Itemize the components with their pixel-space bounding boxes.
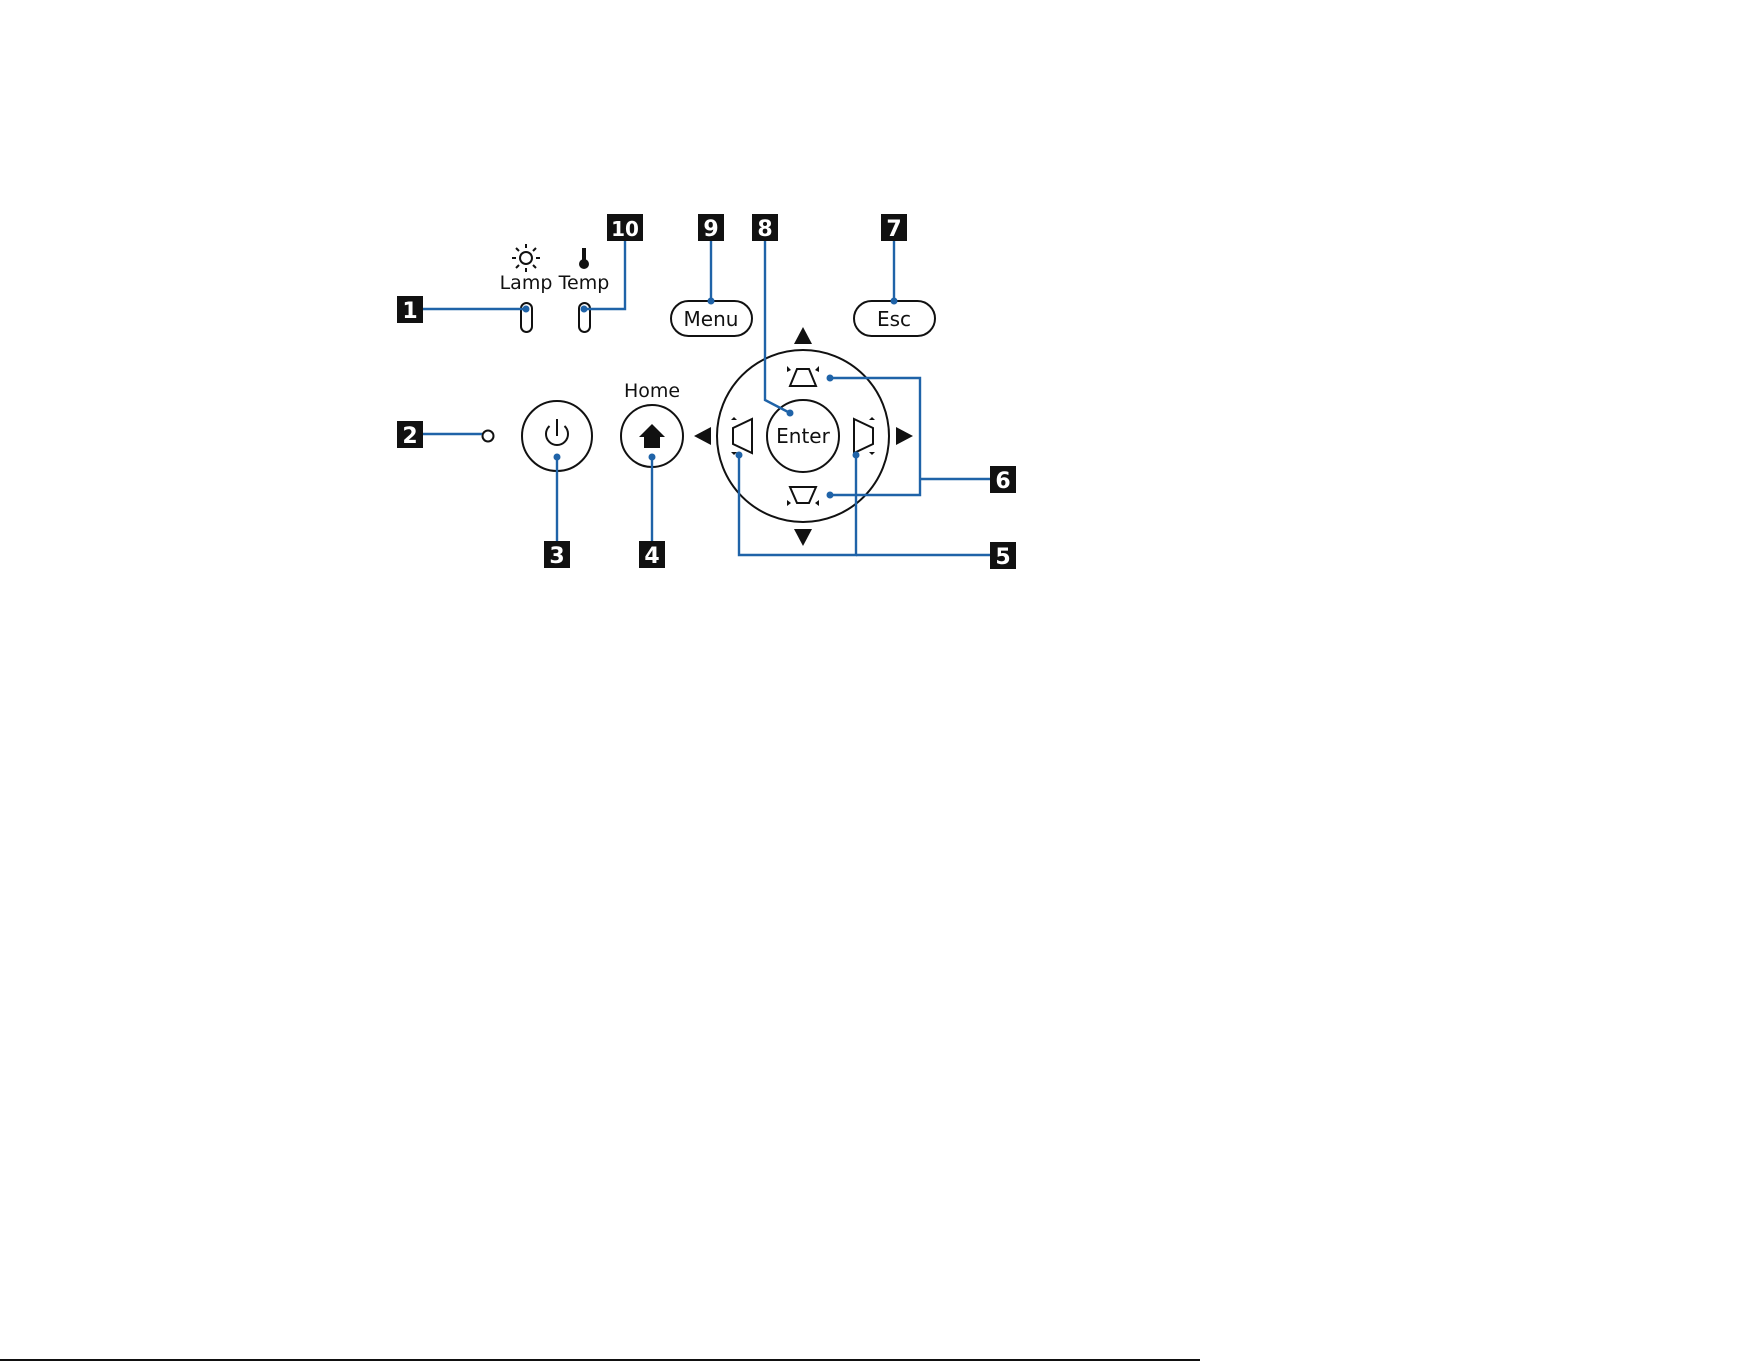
arrow-right-icon[interactable] xyxy=(896,427,913,445)
leader-1-dot xyxy=(523,306,530,313)
leader-5-dot-left xyxy=(736,452,743,459)
esc-button[interactable]: Esc xyxy=(854,301,935,336)
callout-2: 2 xyxy=(397,421,423,449)
callout-8: 8 xyxy=(752,214,778,242)
callout-6: 6 xyxy=(990,466,1016,494)
lamp-icon xyxy=(512,244,540,272)
arrow-left-icon[interactable] xyxy=(694,427,711,445)
leader-10-dot xyxy=(581,306,588,313)
leader-5-dot-right xyxy=(853,452,860,459)
callout-10: 10 xyxy=(607,214,643,241)
svg-text:7: 7 xyxy=(886,217,901,242)
leader-9-dot xyxy=(708,298,715,305)
callout-7: 7 xyxy=(881,214,907,242)
leader-6-dot-top xyxy=(827,375,834,382)
leader-8-dot xyxy=(787,410,794,417)
callout-3: 3 xyxy=(544,541,570,569)
callout-4: 4 xyxy=(639,541,665,569)
menu-button[interactable]: Menu xyxy=(671,301,752,336)
esc-button-label: Esc xyxy=(877,307,911,331)
leader-3-dot xyxy=(554,454,561,461)
callout-5: 5 xyxy=(990,542,1016,570)
svg-text:9: 9 xyxy=(703,217,718,242)
callout-1: 1 xyxy=(397,296,423,324)
menu-button-label: Menu xyxy=(684,307,739,331)
status-light xyxy=(483,431,494,442)
svg-text:1: 1 xyxy=(402,299,417,324)
leader-4-dot xyxy=(649,454,656,461)
lamp-label: Lamp xyxy=(500,272,553,294)
svg-text:6: 6 xyxy=(995,469,1010,494)
thermometer-icon xyxy=(579,248,589,269)
svg-text:5: 5 xyxy=(995,545,1010,570)
callout-9: 9 xyxy=(698,214,724,242)
enter-button-label: Enter xyxy=(776,424,830,448)
svg-text:3: 3 xyxy=(549,544,564,569)
svg-text:10: 10 xyxy=(611,217,639,241)
arrow-down-icon[interactable] xyxy=(794,529,812,546)
svg-text:2: 2 xyxy=(402,424,417,449)
leader-7-dot xyxy=(891,298,898,305)
home-label: Home xyxy=(624,380,680,402)
temp-label: Temp xyxy=(558,272,610,294)
arrow-up-icon[interactable] xyxy=(794,327,812,344)
enter-button[interactable]: Enter xyxy=(767,400,839,472)
svg-text:8: 8 xyxy=(757,217,772,242)
svg-text:4: 4 xyxy=(644,544,659,569)
leader-6-dot-bottom xyxy=(827,492,834,499)
